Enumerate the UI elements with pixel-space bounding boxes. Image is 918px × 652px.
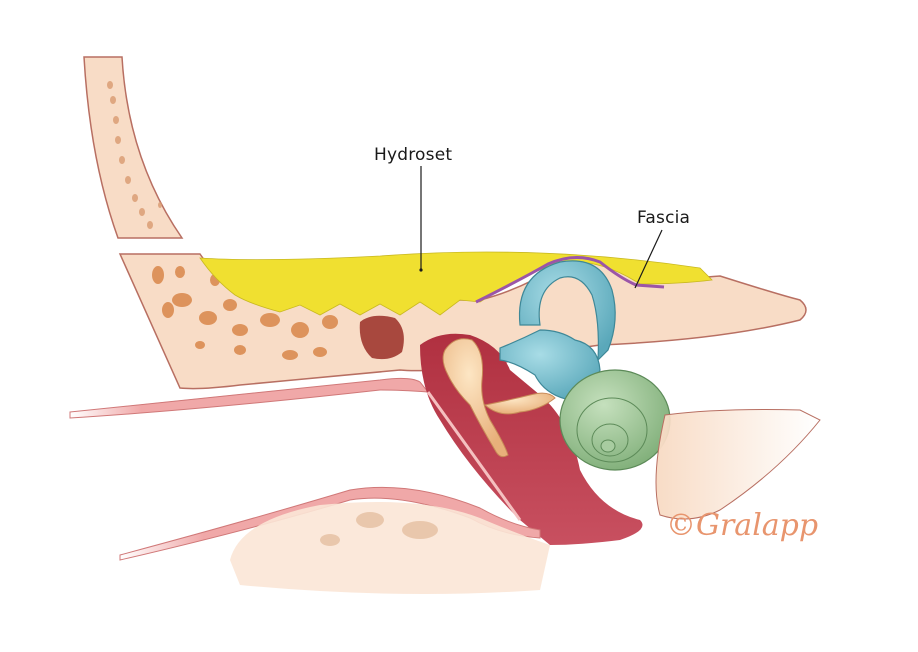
skull-bone-upper	[83, 56, 184, 239]
hydroset-label: Hydroset	[374, 145, 453, 165]
ossicle	[442, 338, 509, 458]
fascia-label: Fascia	[637, 208, 691, 228]
semicircular-canal	[518, 260, 616, 362]
fascia-leader-line	[634, 229, 663, 289]
stapes	[483, 392, 556, 415]
petrous-bone-lower	[655, 409, 821, 520]
copyright-credit: ©Gralapp	[666, 508, 819, 543]
tympanic-membrane	[426, 391, 522, 521]
antrum	[359, 315, 404, 360]
vestibule	[499, 329, 601, 401]
ear-canal-bone-lower	[230, 501, 550, 594]
fascia-layer	[475, 256, 665, 304]
hydroset-layer	[199, 251, 713, 316]
cochlea	[559, 369, 671, 471]
